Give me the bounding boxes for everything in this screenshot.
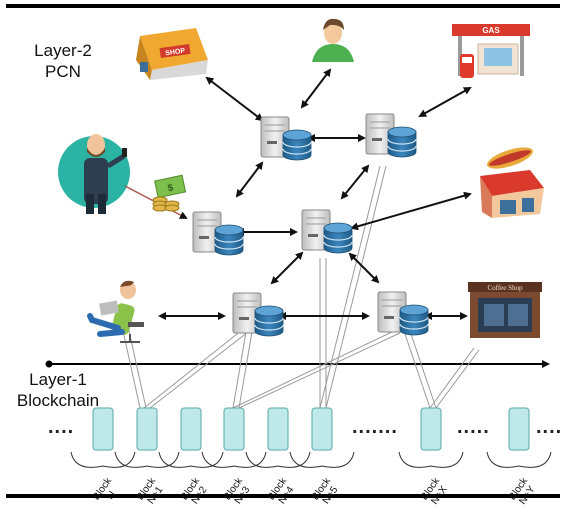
fast-food-shop-icon bbox=[480, 147, 544, 218]
block-link bbox=[245, 451, 311, 468]
gas-station-icon: GAS bbox=[452, 24, 530, 78]
payment-channels bbox=[158, 68, 472, 320]
blockchain-timeline bbox=[45, 360, 550, 368]
layer1-subtitle: Blockchain bbox=[16, 391, 100, 410]
server-icon bbox=[260, 116, 312, 161]
layer1-label: Layer-1 Blockchain bbox=[8, 369, 108, 411]
block-loops bbox=[70, 451, 552, 468]
layer1-title: Layer-1 bbox=[29, 370, 87, 389]
block-row bbox=[92, 407, 530, 451]
coffee-sign-text: Coffee Shop bbox=[487, 284, 523, 292]
block bbox=[267, 407, 289, 451]
ellipsis-mid: ....... bbox=[352, 416, 398, 438]
server-icon bbox=[301, 209, 353, 254]
server-icon bbox=[232, 292, 284, 337]
block-link bbox=[201, 451, 267, 468]
block-link bbox=[398, 451, 464, 468]
block bbox=[508, 407, 530, 451]
layer2-subtitle: PCN bbox=[45, 62, 81, 81]
block-link bbox=[289, 451, 355, 468]
block bbox=[223, 407, 245, 451]
shop-icon: SHOP bbox=[136, 28, 208, 80]
server-icon bbox=[377, 291, 429, 336]
svg-text:$: $ bbox=[167, 182, 175, 194]
block-link bbox=[70, 451, 136, 468]
ellipsis-left: .... bbox=[48, 416, 75, 438]
ellipsis-right1: ..... bbox=[457, 416, 490, 438]
block bbox=[92, 407, 114, 451]
shop-sign-text: SHOP bbox=[165, 48, 186, 58]
ellipsis-right2: .... bbox=[536, 416, 563, 438]
server-icon bbox=[192, 211, 244, 256]
block bbox=[180, 407, 202, 451]
money-icon: $ bbox=[124, 174, 188, 219]
relaxing-person-icon bbox=[87, 280, 144, 343]
layer2-label: Layer-2 PCN bbox=[18, 40, 108, 82]
businessman-icon bbox=[58, 134, 130, 214]
block bbox=[311, 407, 333, 451]
top-border bbox=[6, 4, 560, 8]
bottom-border bbox=[6, 494, 560, 498]
gas-sign-text: GAS bbox=[482, 26, 500, 35]
block bbox=[420, 407, 442, 451]
server-icon bbox=[365, 113, 417, 158]
block-link bbox=[158, 451, 224, 468]
block-link bbox=[114, 451, 180, 468]
layer2-title: Layer-2 bbox=[34, 41, 92, 60]
block bbox=[136, 407, 158, 451]
person-icon bbox=[312, 18, 354, 62]
block-link bbox=[486, 451, 552, 468]
coffee-shop-icon: Coffee Shop bbox=[468, 282, 542, 338]
